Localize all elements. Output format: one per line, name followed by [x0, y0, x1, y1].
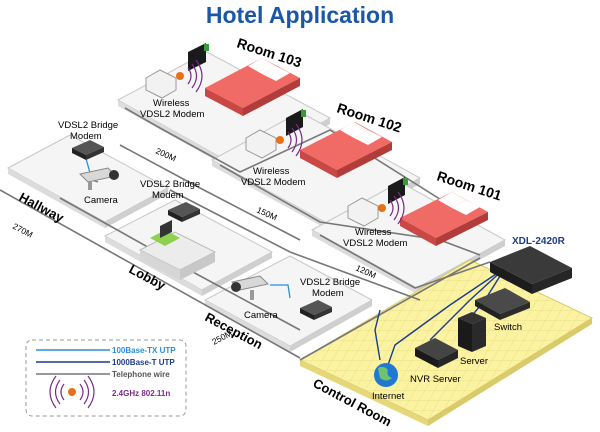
bridge-modem-icon	[168, 202, 200, 222]
legend-item-wireless: 2.4GHz 802.11n	[112, 389, 170, 398]
room-101-device-line1: Wireless	[355, 227, 392, 238]
wifi-icon	[389, 191, 405, 225]
server-label: Server	[460, 356, 488, 367]
hallway-camera-label: Camera	[84, 195, 119, 206]
legend-item-1000base: 1000Base-T UTP	[112, 358, 175, 367]
camera-icon	[230, 275, 270, 300]
room-101-device-line2: VDSL2 Modem	[343, 238, 408, 249]
wireless-modem-icon	[245, 129, 284, 159]
legend-item-telephone: Telephone wire	[112, 370, 170, 379]
page-title: Hotel Application	[205, 2, 395, 28]
bridge-modem-icon	[72, 140, 104, 160]
bed-icon	[400, 192, 488, 246]
legend: 100Base-TX UTP 1000Base-T UTP Telephone …	[25, 339, 187, 417]
wireless-modem-icon	[347, 197, 386, 227]
lobby-modem-line1: VDSL2 Bridge	[140, 179, 200, 190]
camera-icon	[78, 167, 119, 190]
legend-wireless-dot	[68, 388, 76, 396]
wifi-icon	[187, 59, 203, 93]
hallway-modem-line2: Modem	[70, 131, 102, 142]
hallway-modem-line1: VDSL2 Bridge	[58, 120, 118, 131]
reception-modem-line1: VDSL2 Bridge	[300, 277, 360, 288]
room-102-device-line1: Wireless	[253, 166, 290, 177]
utp-1000-cables	[374, 267, 506, 366]
bed-icon	[300, 122, 392, 178]
xdl-switch-model-label: XDL-2420R	[512, 236, 566, 247]
bed-icon	[205, 58, 300, 116]
bridge-modem-icon	[300, 300, 332, 320]
reception-camera-label: Camera	[244, 310, 279, 321]
hallway-length: 270M	[11, 221, 34, 240]
laptop-icon	[150, 220, 180, 246]
wifi-icon	[287, 123, 303, 157]
nvr-server-label: NVR Server	[410, 374, 461, 385]
reception-modem-line2: Modem	[312, 288, 344, 299]
room-103-length: 200M	[154, 146, 177, 164]
switch-icon	[475, 288, 530, 320]
internet-globe-icon	[374, 363, 398, 387]
switch-label: Switch	[494, 322, 522, 333]
room-103-device-line2: VDSL2 Modem	[140, 109, 205, 120]
room-102-length: 150M	[255, 205, 278, 223]
server-icon	[458, 312, 486, 352]
nvr-server-icon	[415, 338, 458, 368]
internet-label: Internet	[372, 391, 405, 402]
room-102-device-line2: VDSL2 Modem	[241, 177, 306, 188]
lobby-modem-line2: Modem	[152, 190, 184, 201]
legend-item-100base: 100Base-TX UTP	[112, 346, 176, 355]
reception-length: 250M	[210, 328, 233, 347]
legend-wifi-icon	[49, 375, 95, 409]
wireless-modem-icon	[145, 69, 184, 99]
room-103-device-line1: Wireless	[153, 98, 190, 109]
xdl-switch-icon	[490, 246, 572, 294]
